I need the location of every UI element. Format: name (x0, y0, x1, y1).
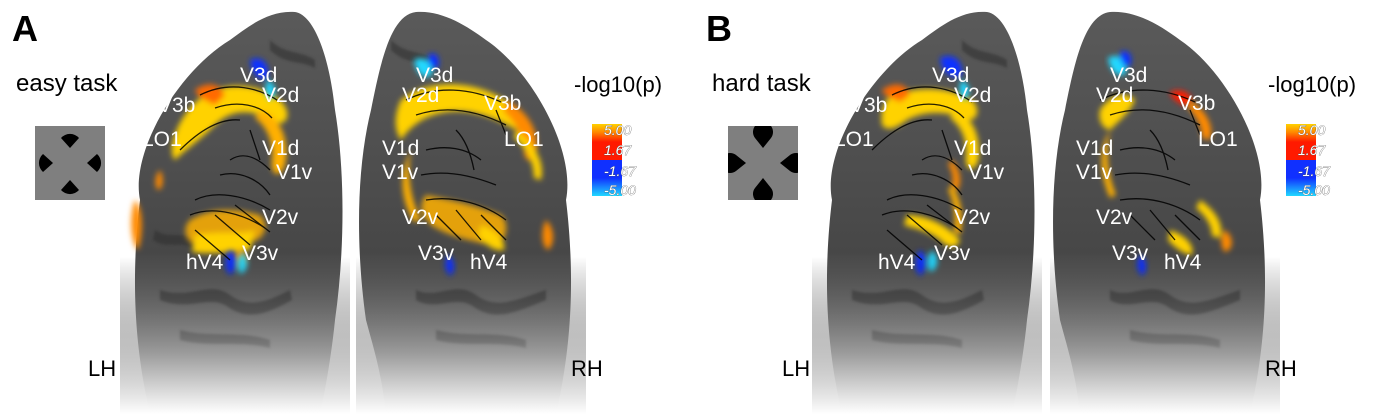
roi-label-v1d: V1d (382, 137, 419, 160)
roi-label-v1v: V1v (382, 161, 419, 184)
roi-label-v2v: V2v (402, 206, 439, 229)
scale-value: -1.67 (604, 163, 637, 179)
scale-value: -5.00 (604, 182, 636, 198)
roi-label-v3v: V3v (1112, 242, 1149, 265)
hemisphere-label-lh: LH (88, 356, 117, 381)
roi-label-v3b: V3b (484, 92, 521, 115)
roi-label-v1d: V1d (954, 137, 991, 160)
panel-a: A easy task (12, 0, 663, 414)
legend-title: -log10(p) (1268, 72, 1357, 97)
roi-label-v1d: V1d (262, 137, 299, 160)
roi-label-v1v: V1v (1076, 161, 1113, 184)
roi-labels: V3d V2d V3b LO1 V1d V1v V2v V3v hV4 (142, 64, 313, 274)
scale-value: 1.67 (1298, 142, 1326, 158)
roi-label-v2d: V2d (954, 84, 991, 107)
scale-value: 5.00 (1298, 124, 1325, 138)
roi-label-hv4: hV4 (470, 251, 508, 274)
roi-label-v2d: V2d (1096, 84, 1133, 107)
legend-title: -log10(p) (574, 72, 663, 97)
panel-letter: A (12, 8, 38, 49)
brain-rh: V3d V2d V3b LO1 V1d V1v V2v V3v hV4 (356, 0, 586, 414)
brain-lh: V3d V2d V3b LO1 V1d V1v V2v V3v hV4 (812, 0, 1042, 414)
stimulus-icon (728, 126, 798, 200)
panel-b: B hard task (694, 0, 1388, 414)
roi-label-lo1: LO1 (504, 128, 544, 151)
colorbar-legend: 5.00 1.67 -1.67 -5.00 (592, 124, 637, 198)
roi-label-v3v: V3v (242, 242, 279, 265)
task-label: easy task (16, 70, 118, 97)
roi-label-lo1: LO1 (142, 128, 182, 151)
roi-label-v2d: V2d (402, 84, 439, 107)
colorbar-legend: 5.00 1.67 -1.67 -5.00 (1286, 124, 1331, 198)
roi-labels: V3d V2d V3b LO1 V1d V1v V2v V3v hV4 (1076, 64, 1238, 274)
scale-value: -5.00 (1298, 182, 1330, 198)
roi-labels: V3d V2d V3b LO1 V1d V1v V2v V3v hV4 (382, 64, 544, 274)
roi-label-hv4: hV4 (186, 251, 224, 274)
roi-label-v3v: V3v (418, 242, 455, 265)
roi-label-v1v: V1v (276, 161, 313, 184)
roi-label-v2v: V2v (954, 206, 991, 229)
roi-label-v3v: V3v (934, 242, 971, 265)
panel-letter: B (706, 8, 732, 49)
brain-rh: V3d V2d V3b LO1 V1d V1v V2v V3v hV4 (1050, 0, 1280, 414)
roi-labels: V3d V2d V3b LO1 V1d V1v V2v V3v hV4 (834, 64, 1005, 274)
hemisphere-label-lh: LH (782, 356, 811, 381)
roi-label-v3d: V3d (932, 64, 969, 87)
roi-label-lo1: LO1 (834, 128, 874, 151)
scale-value: -1.67 (1298, 163, 1331, 179)
roi-label-hv4: hV4 (878, 251, 916, 274)
scale-value: 1.67 (604, 142, 632, 158)
roi-label-v1v: V1v (968, 161, 1005, 184)
brain-lh: V3d V2d V3b LO1 V1d V1v V2v V3v hV4 (120, 0, 350, 414)
roi-label-v1d: V1d (1076, 137, 1113, 160)
task-label: hard task (712, 70, 811, 97)
roi-label-v3d: V3d (1110, 64, 1147, 87)
roi-label-v2d: V2d (262, 84, 299, 107)
hemisphere-label-rh: RH (1265, 356, 1297, 381)
roi-label-v3d: V3d (240, 64, 277, 87)
roi-label-v3b: V3b (1178, 92, 1215, 115)
roi-label-lo1: LO1 (1198, 128, 1238, 151)
roi-label-v3d: V3d (416, 64, 453, 87)
roi-label-v3b: V3b (158, 94, 195, 117)
roi-label-hv4: hV4 (1164, 251, 1202, 274)
roi-label-v2v: V2v (1096, 206, 1133, 229)
roi-label-v2v: V2v (262, 206, 299, 229)
stimulus-icon (35, 126, 105, 200)
hemisphere-label-rh: RH (571, 356, 603, 381)
scale-value: 5.00 (604, 124, 631, 138)
roi-label-v3b: V3b (850, 94, 887, 117)
